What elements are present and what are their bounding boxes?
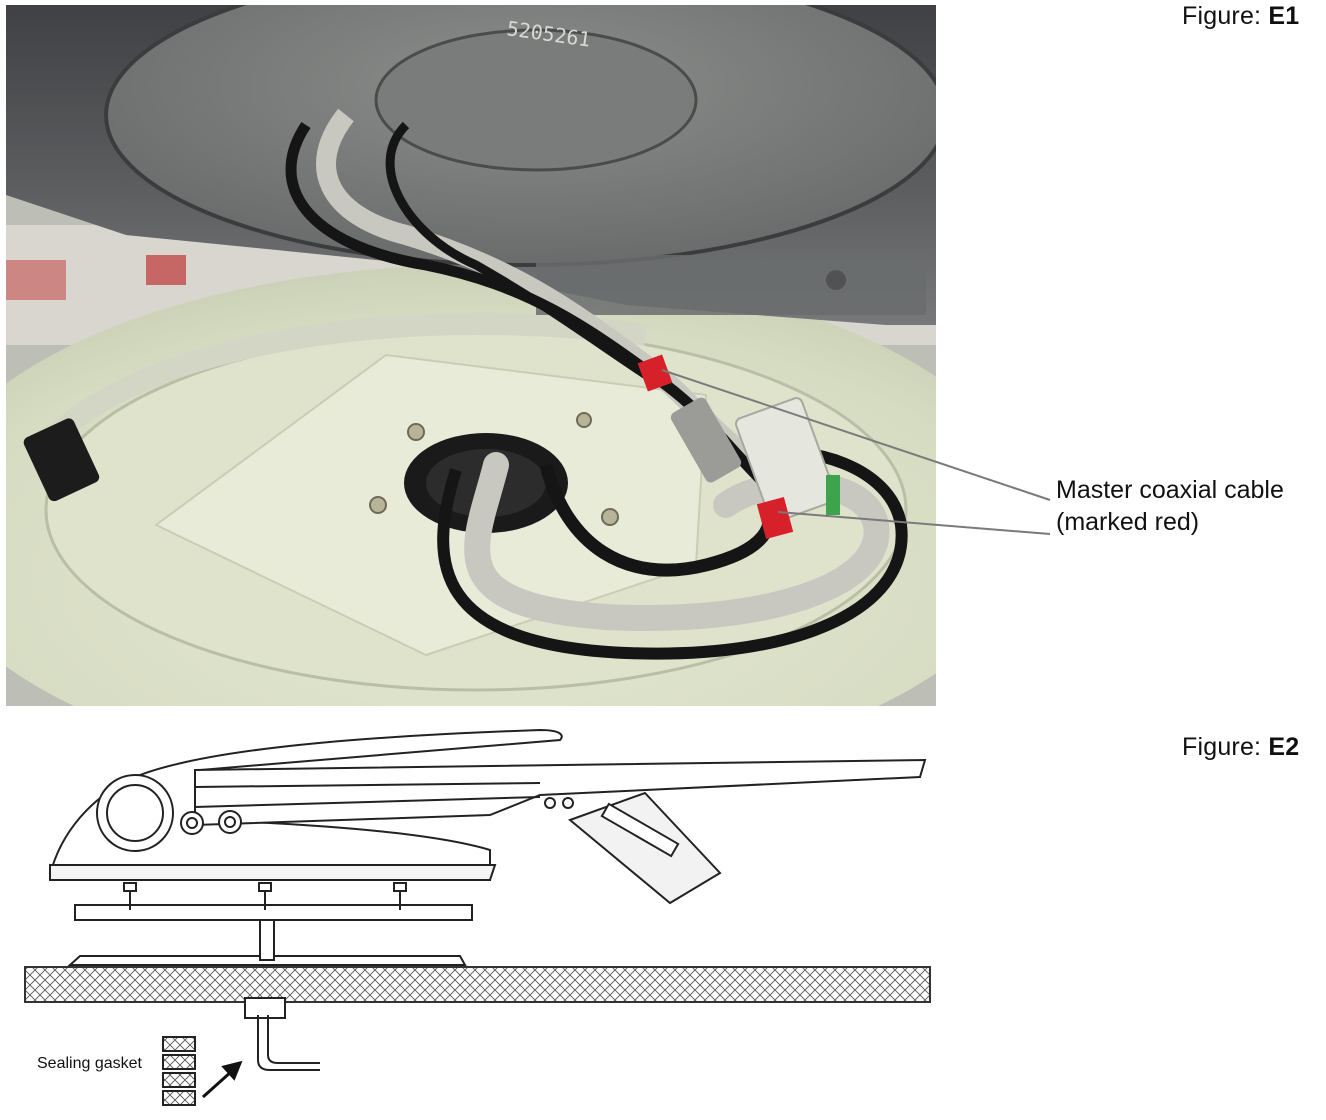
sealing-gasket-label: Sealing gasket [37, 1055, 142, 1072]
figure-e1-prefix: Figure: [1182, 2, 1269, 30]
figure-e2-drawing [24, 728, 931, 1106]
sealing-gasket-icon [162, 1036, 196, 1106]
figure-e2-label: Figure: E2 [1182, 733, 1299, 762]
callout-text-line1: Master coaxial cable [1056, 476, 1284, 504]
figure-e2-id: E2 [1268, 733, 1300, 761]
figure-e1-photo: 5205261 [6, 5, 936, 706]
figure-e1-label: Figure: E1 [1182, 2, 1299, 31]
gasket-arrow-icon [201, 1060, 243, 1099]
figure-e2-prefix: Figure: [1182, 733, 1269, 761]
callout-text-line2: (marked red) [1056, 508, 1200, 536]
figure-e1-id: E1 [1268, 2, 1300, 30]
